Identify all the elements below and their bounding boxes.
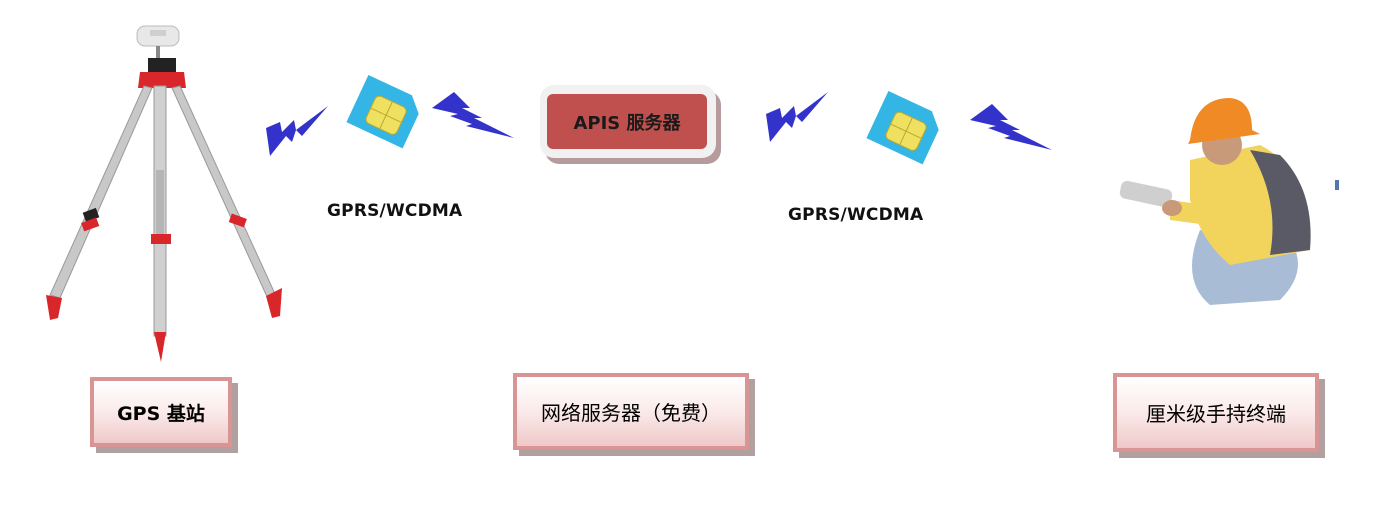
gps-tripod-icon xyxy=(46,25,282,362)
lightning-icon xyxy=(432,92,514,138)
lightning-icon xyxy=(266,106,328,156)
handheld-terminal-text: 厘米级手持终端 xyxy=(1146,402,1286,426)
handheld-terminal-label: 厘米级手持终端 xyxy=(1113,373,1319,452)
gps-base-station-text: GPS 基站 xyxy=(117,402,205,425)
sim-card-icon xyxy=(346,75,419,149)
lightning-icon xyxy=(970,104,1052,150)
surveyor-icon xyxy=(1119,98,1311,305)
stray-mark xyxy=(1335,180,1339,190)
lightning-icon xyxy=(766,92,828,142)
api-server-node: APIS 服务器 xyxy=(540,85,716,158)
link-label-left: GPRS/WCDMA xyxy=(327,201,463,221)
gps-base-station-label: GPS 基站 xyxy=(90,377,232,447)
link-label-right: GPRS/WCDMA xyxy=(788,205,924,225)
network-server-label: 网络服务器（免费） xyxy=(513,373,749,450)
api-server-label: APIS 服务器 xyxy=(547,94,707,149)
sim-card-icon xyxy=(866,91,939,165)
network-server-text: 网络服务器（免费） xyxy=(541,401,721,425)
